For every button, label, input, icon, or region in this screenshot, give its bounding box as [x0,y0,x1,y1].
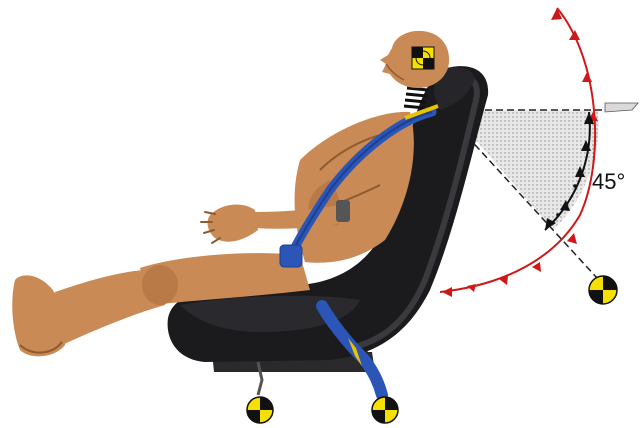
harness-buckle [280,245,302,267]
crash-test-target-icon [372,397,398,423]
dummy-hand [208,205,258,242]
tilt-direction-pointer [605,103,638,112]
crash-test-target-icon [412,47,434,69]
crash-test-target-icon [247,397,273,423]
dummy-knee [142,265,178,305]
dummy-elbow-joint [336,200,350,222]
dummy-foot [12,275,65,356]
tilt-angle-label: 45° [592,171,625,193]
crash-test-target-icon [589,276,617,304]
